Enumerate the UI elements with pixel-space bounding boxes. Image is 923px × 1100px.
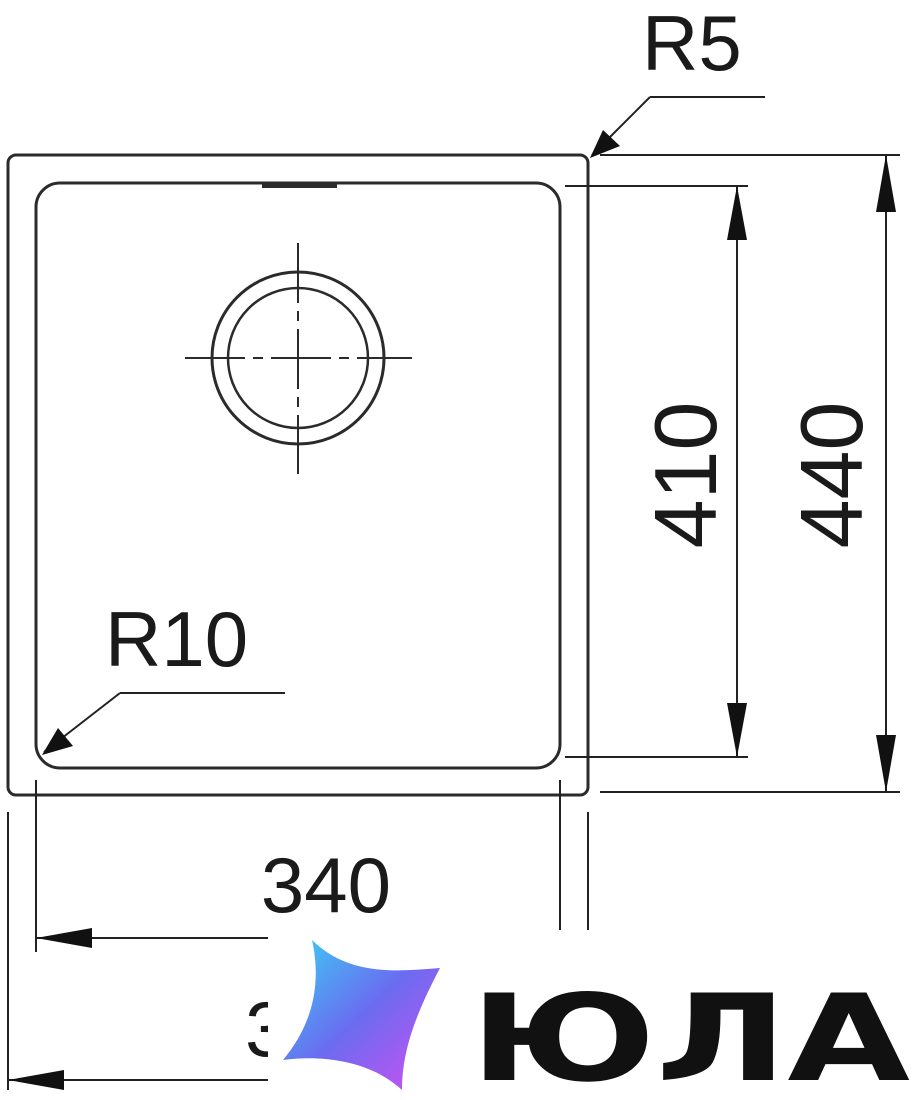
label-410: 410: [636, 402, 735, 549]
label-340: 340: [261, 841, 391, 929]
dim-440: [876, 155, 896, 792]
drain: [185, 243, 412, 474]
label-r10: R10: [105, 595, 248, 683]
sink-outer-outline: [6, 153, 590, 797]
dim-outer-width: [8, 1070, 270, 1090]
label-440: 440: [782, 402, 881, 549]
brand-name: ЮЛА: [470, 970, 910, 1100]
label-r5: R5: [642, 0, 742, 87]
sink-inner-bowl: [34, 181, 562, 770]
dim-340: [36, 928, 270, 948]
r5-leader: [590, 96, 765, 158]
star-logo: [268, 935, 923, 1100]
r10-leader: [42, 692, 285, 755]
dim-410: [727, 186, 747, 757]
